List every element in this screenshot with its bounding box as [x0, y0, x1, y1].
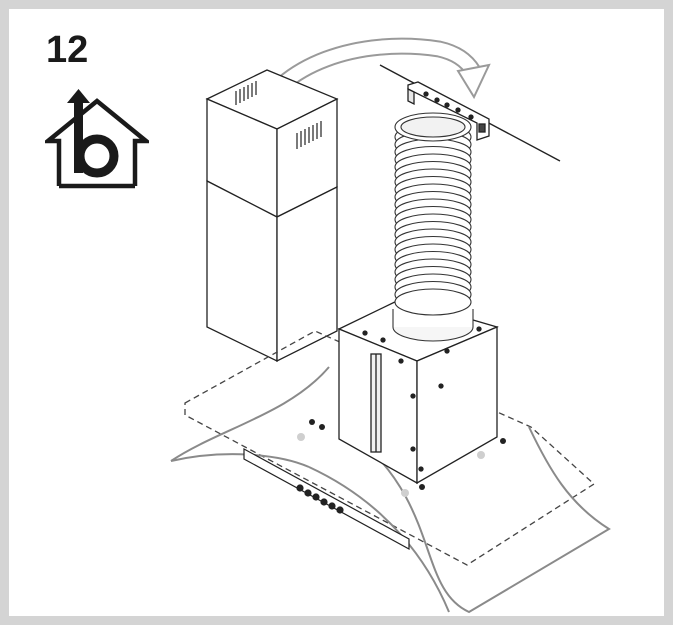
duct-ring — [394, 288, 472, 316]
ceiling-bracket — [407, 81, 490, 141]
control-panel — [243, 447, 410, 551]
duct-rings — [394, 123, 472, 316]
upper-chimney — [205, 69, 339, 219]
glass-fixing-points — [297, 419, 506, 497]
step-number: 12 — [46, 29, 89, 71]
duct-top — [394, 112, 472, 142]
lower-chimney — [206, 179, 338, 363]
house-with-b-arrow-icon — [45, 89, 149, 189]
hood-assembly-illustration — [170, 37, 611, 614]
